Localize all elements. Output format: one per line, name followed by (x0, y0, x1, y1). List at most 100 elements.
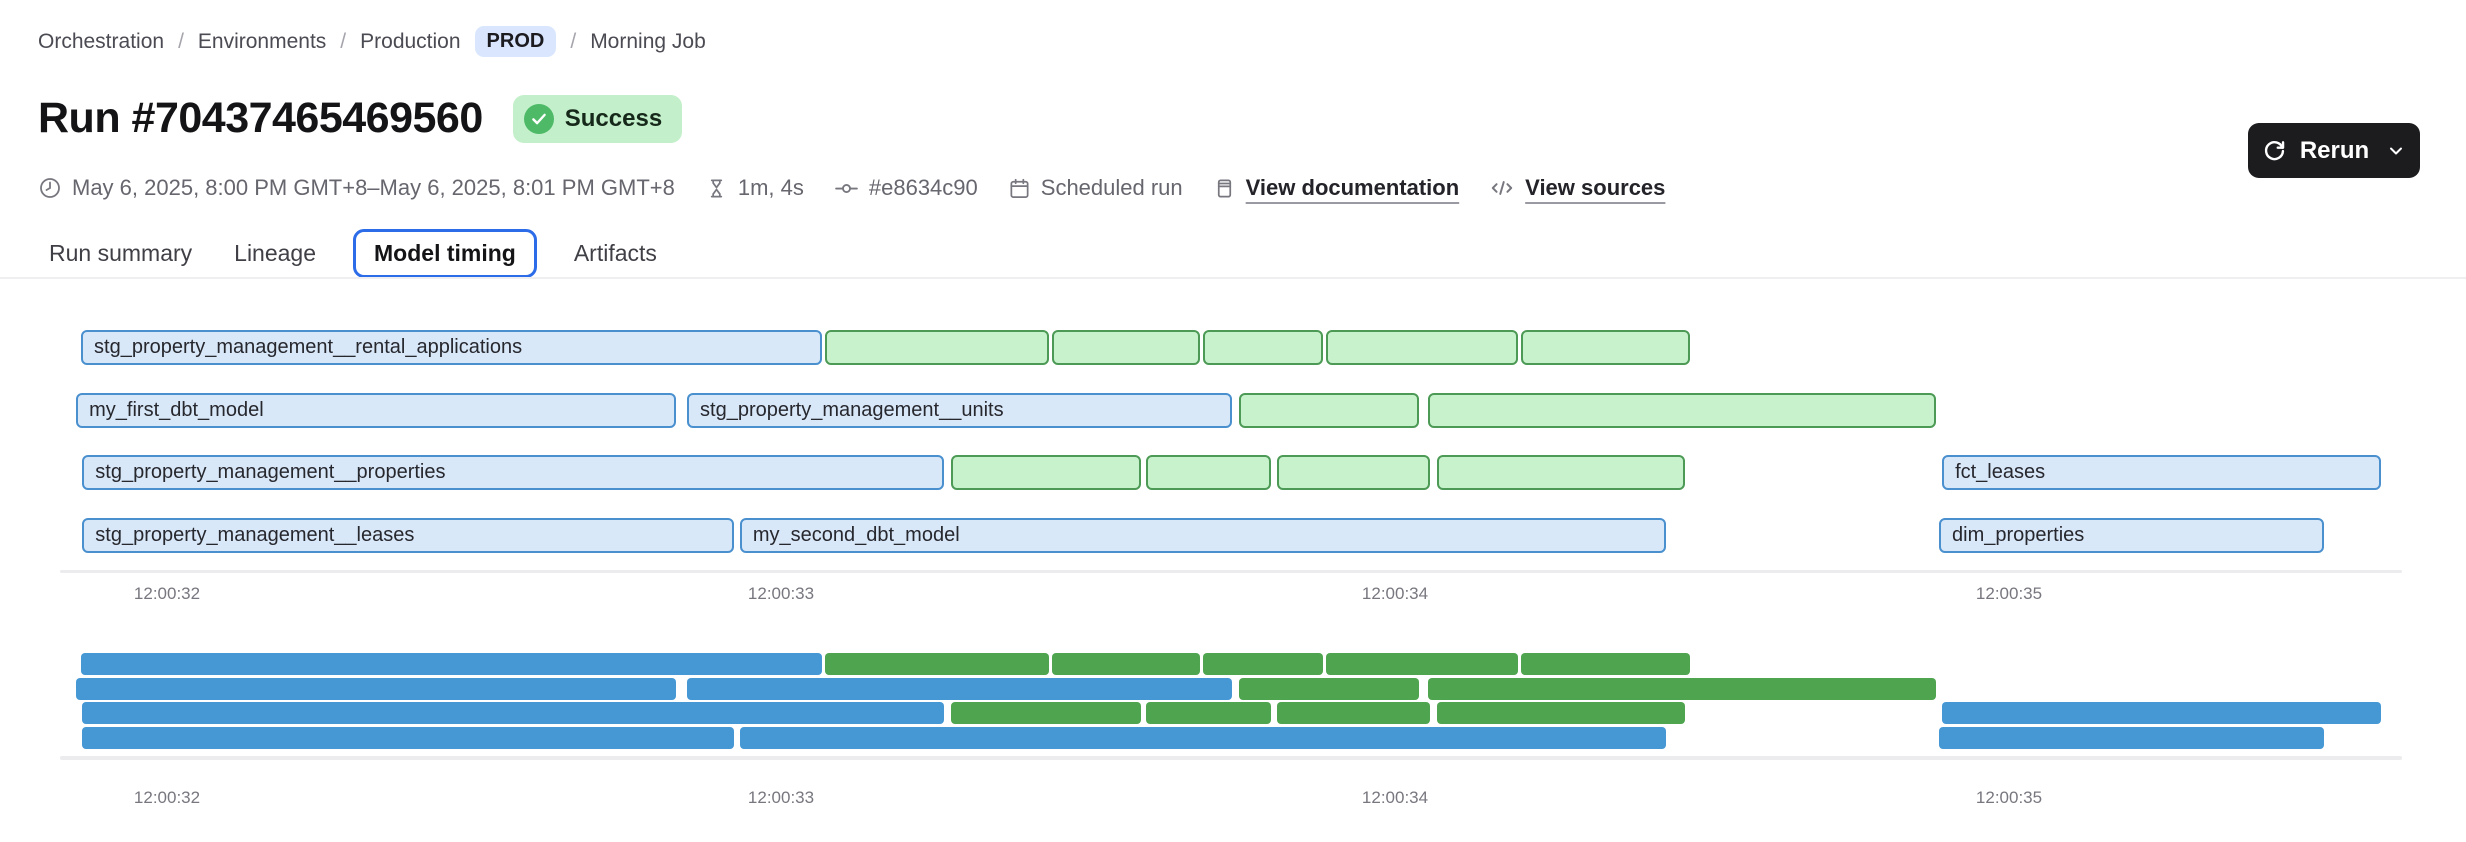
minimap-bar (1145, 702, 1271, 725)
run-tabs: Run summary Lineage Model timing Artifac… (44, 226, 662, 281)
breadcrumb: Orchestration / Environments / Productio… (38, 26, 706, 57)
run-time-range-label: May 6, 2025, 8:00 PM GMT+8–May 6, 2025, … (72, 175, 675, 200)
timeline-bar[interactable] (1145, 455, 1271, 490)
minimap-bar (82, 702, 944, 725)
gantt-time-tick: 12:00:32 (133, 584, 201, 603)
minimap-bar (1052, 653, 1200, 675)
model-name-label: my_first_dbt_model (89, 398, 264, 421)
view-sources-label[interactable]: View sources (1525, 175, 1666, 200)
commit-hash: #e8634c90 (834, 175, 978, 201)
timeline-bar[interactable] (1239, 392, 1419, 428)
minimap-bar (1202, 653, 1323, 675)
view-documentation-label[interactable]: View documentation (1245, 175, 1460, 200)
timeline-bar-fct_leases[interactable]: fct_leases (1942, 455, 2382, 490)
documentation-icon (1213, 177, 1236, 200)
run-time-range: May 6, 2025, 8:00 PM GMT+8–May 6, 2025, … (38, 175, 675, 201)
tab-run-summary[interactable]: Run summary (49, 240, 193, 266)
minimap-time-tick: 12:00:35 (1975, 788, 2043, 807)
run-trigger: Scheduled run (1008, 175, 1183, 201)
clock-icon (38, 176, 62, 200)
timeline-bar-dim_properties[interactable]: dim_properties (1939, 517, 2324, 553)
minimap-bar (824, 653, 1050, 675)
timeline-bar-stg_property_management__leases[interactable]: stg_property_management__leases (82, 517, 734, 553)
environment-badge: PROD (474, 26, 557, 57)
code-icon (1489, 175, 1515, 201)
tabs-divider (0, 277, 2466, 279)
run-duration-label: 1m, 4s (737, 175, 804, 200)
tab-model-timing[interactable]: Model timing (353, 229, 537, 278)
gantt-time-tick: 12:00:35 (1975, 584, 2043, 603)
minimap-bar (76, 677, 676, 700)
timeline-bar[interactable] (824, 330, 1050, 365)
calendar-icon (1008, 177, 1031, 200)
minimap-bar (81, 653, 822, 675)
gantt-time-tick: 12:00:34 (1361, 584, 1429, 603)
rerun-label: Rerun (2299, 136, 2370, 164)
minimap-bar (739, 727, 1666, 750)
tab-lineage[interactable]: Lineage (234, 240, 317, 266)
minimap-bar (687, 677, 1232, 700)
minimap-bar (951, 702, 1141, 725)
minimap-bar (1521, 653, 1690, 675)
model-name-label: stg_property_management__leases (95, 523, 415, 546)
breadcrumb-morning-job[interactable]: Morning Job (590, 29, 706, 53)
model-name-label: dim_properties (1952, 523, 2085, 546)
timeline-bar-stg_property_management__rental_applications[interactable]: stg_property_management__rental_applicat… (81, 330, 822, 365)
view-sources-link[interactable]: View sources (1489, 175, 1665, 201)
chevron-down-icon (2386, 141, 2406, 161)
page-title: Run #70437465469560 (38, 94, 483, 142)
check-icon (523, 103, 554, 134)
minimap-bar (1939, 727, 2324, 750)
minimap-bar (1239, 677, 1419, 700)
timeline-bar-stg_property_management__properties[interactable]: stg_property_management__properties (82, 455, 944, 490)
breadcrumb-separator: / (340, 29, 347, 53)
minimap-bar (1277, 702, 1430, 725)
minimap-bar (1942, 702, 2382, 725)
breadcrumb-separator: / (178, 29, 184, 53)
refresh-icon (2262, 138, 2287, 163)
commit-hash-label: #e8634c90 (868, 175, 978, 200)
model-name-label: my_second_dbt_model (752, 523, 960, 546)
model-name-label: stg_property_management__rental_applicat… (94, 336, 523, 358)
timeline-bar-stg_property_management__units[interactable]: stg_property_management__units (687, 392, 1232, 428)
minimap-time-tick: 12:00:32 (133, 788, 201, 807)
hourglass-icon (705, 177, 728, 200)
gantt-time-tick: 12:00:33 (747, 584, 815, 603)
run-meta-row: May 6, 2025, 8:00 PM GMT+8–May 6, 2025, … (38, 168, 1665, 208)
model-name-label: fct_leases (1955, 461, 2046, 483)
timeline-bar[interactable] (1436, 455, 1685, 490)
minimap-time-tick: 12:00:33 (747, 788, 815, 807)
timeline-bar-my_first_dbt_model[interactable]: my_first_dbt_model (76, 392, 676, 428)
timeline-bar[interactable] (1521, 330, 1690, 365)
minimap-axis-line[interactable] (60, 756, 2402, 760)
minimap-bar (82, 727, 734, 750)
minimap-time-tick: 12:00:34 (1361, 788, 1429, 807)
minimap-bar (1427, 677, 1936, 700)
breadcrumb-environments[interactable]: Environments (197, 29, 327, 53)
timeline-bar-my_second_dbt_model[interactable]: my_second_dbt_model (739, 517, 1666, 553)
minimap-bar (1325, 653, 1519, 675)
model-name-label: stg_property_management__properties (95, 461, 446, 483)
timeline-bar[interactable] (1427, 392, 1936, 428)
tab-artifacts[interactable]: Artifacts (573, 240, 657, 266)
run-trigger-label: Scheduled run (1040, 175, 1183, 200)
breadcrumb-orchestration[interactable]: Orchestration (38, 29, 165, 53)
timeline-bar[interactable] (1052, 330, 1200, 365)
commit-icon (834, 176, 859, 201)
breadcrumb-separator: / (570, 29, 577, 53)
timeline-bar[interactable] (1277, 455, 1430, 490)
gantt-axis-line (60, 570, 2402, 573)
timeline-bar[interactable] (1325, 330, 1519, 365)
timeline-bar[interactable] (951, 455, 1141, 490)
view-documentation-link[interactable]: View documentation (1213, 175, 1460, 201)
status-badge: Success (512, 94, 683, 143)
minimap-bar (1436, 702, 1685, 725)
rerun-button[interactable]: Rerun (2248, 123, 2420, 178)
timeline-bar[interactable] (1202, 330, 1323, 365)
breadcrumb-production[interactable]: Production (360, 29, 461, 53)
title-row: Run #70437465469560 Success (38, 94, 683, 143)
run-duration: 1m, 4s (705, 175, 804, 201)
status-label: Success (564, 104, 663, 132)
